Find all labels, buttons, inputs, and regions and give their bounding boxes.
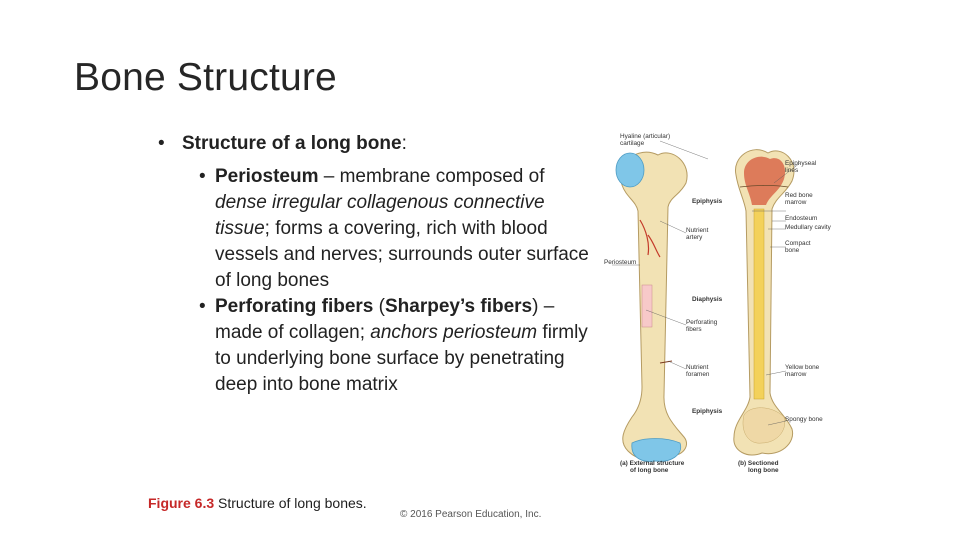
slide-title: Bone Structure [74,56,337,99]
bullet-dot: • [199,296,206,317]
label-nutrient-foramen-2: foramen [686,371,710,378]
label-periosteum: Periosteum [604,259,636,266]
label-caption-b-2: long bone [748,467,779,474]
text-dash: ) – made of collagen; [215,296,555,343]
external-bone-illustration [615,151,688,462]
text-paren: ( [373,296,385,317]
label-hyaline-cartilage-2: cartilage [620,140,645,147]
label-perforating-fibers-2: fibers [686,326,702,333]
text-italic: dense irregular collagenous connective t… [215,192,545,239]
label-hyaline-cartilage-1: Hyaline (articular) [620,133,670,140]
bullet-structure-long-bone: • Structure of a long bone: [158,132,598,156]
label-endosteum: Endosteum [785,215,817,222]
figure-caption: Figure 6.3 Structure of long bones. [148,495,367,511]
label-caption-a-1: (a) External structure [620,460,685,467]
text-italic: anchors periosteum [370,322,538,343]
epiphyseal-line [739,185,789,188]
bullet-term: Structure of a long bone [182,133,402,154]
term-sharpeys-fibers: Sharpey’s fibers [384,296,533,317]
label-compact-bone-2: bone [785,247,800,254]
text-rest: ; forms a covering, rich with blood vess… [215,218,589,291]
label-red-marrow-1: Red bone [785,192,813,199]
label-diaphysis: Diaphysis [692,296,723,303]
label-nutrient-artery-1: Nutrient [686,227,709,234]
label-epiphyseal-lines-1: Epiphyseal [785,160,816,167]
label-yellow-marrow-1: Yellow bone [785,364,820,371]
label-nutrient-foramen-1: Nutrient [686,364,709,371]
label-red-marrow-2: marrow [785,199,807,206]
nutrient-foramen-mark [659,360,673,364]
figure-number: Figure 6.3 [148,495,215,511]
label-caption-a-2: of long bone [630,467,669,474]
bullet-periosteum: • Periosteum – membrane composed of dens… [183,164,598,294]
label-epiphysis-bottom: Epiphysis [692,408,723,415]
text-rest: firmly to underlying bone surface by pen… [215,322,588,395]
term-perforating-fibers: Perforating fibers [215,296,374,317]
label-epiphyseal-lines-2: lines [785,167,798,174]
sectioned-bone-illustration [733,149,795,456]
bullet-suffix: : [401,133,407,154]
label-perforating-fibers-1: Perforating [686,319,718,326]
long-bone-diagram: Hyaline (articular) cartilage Epiphyseal… [604,133,832,474]
term-periosteum: Periosteum [215,166,319,187]
articular-cartilage-top [615,152,645,188]
nutrient-artery-vessels [639,219,661,258]
leader-lines [612,140,801,426]
periosteum-cutaway [641,284,653,328]
label-compact-bone-1: Compact [785,240,811,247]
red-marrow-region [744,156,786,205]
label-caption-b-1: (b) Sectioned [738,460,779,467]
bullet-perforating-fibers: • Perforating fibers (Sharpey’s fibers) … [183,294,598,398]
label-nutrient-artery-2: artery [686,234,703,241]
copyright-notice: © 2016 Pearson Education, Inc. [400,509,542,520]
articular-cartilage-bottom [631,438,682,462]
bullet-dot: • [158,133,165,154]
spongy-bone-region [742,407,786,444]
text-dash: – membrane composed of [318,166,545,187]
bullet-dot: • [199,166,206,187]
label-yellow-marrow-2: marrow [785,371,807,378]
bone-shaft-shape [620,151,688,460]
label-spongy-bone: Spongy bone [785,416,823,423]
figure-caption-text: Structure of long bones. [218,495,367,511]
label-medullary-cavity: Medullary cavity [785,224,832,231]
long-bone-figure: Hyaline (articular) cartilage Epiphyseal… [600,125,860,480]
yellow-marrow-cavity [753,208,765,400]
bullet-list: • Structure of a long bone: • Periosteum… [158,132,598,398]
label-epiphysis-top: Epiphysis [692,198,723,205]
